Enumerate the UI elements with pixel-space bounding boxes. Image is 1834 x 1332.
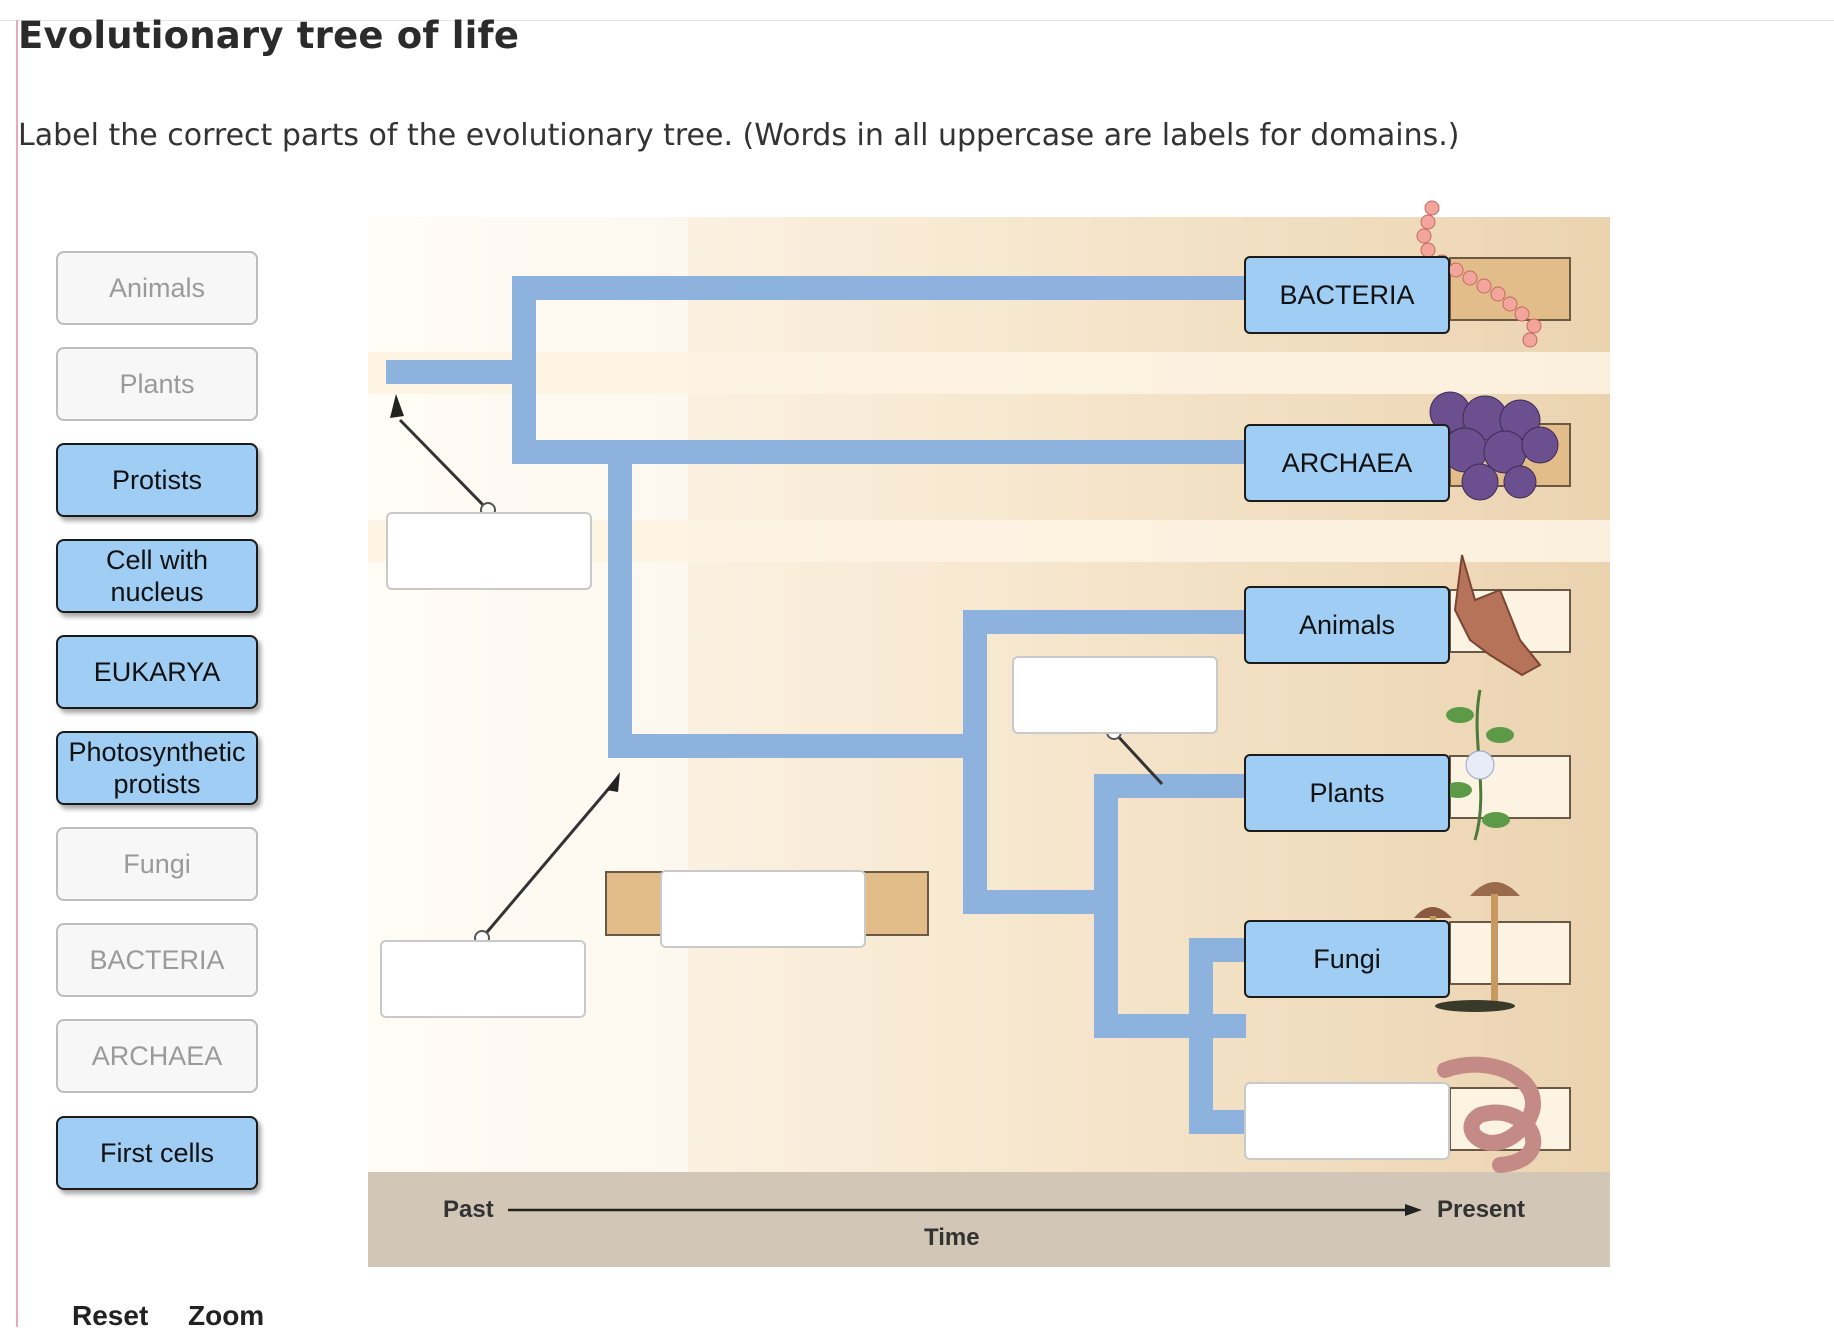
light-band-1 [368, 352, 1610, 394]
axis-time-label: Time [924, 1224, 980, 1251]
word-tile-bacteria[interactable]: BACTERIA [56, 923, 258, 997]
word-tile-protists[interactable]: Protists [56, 443, 258, 517]
placed-label-plants[interactable]: Plants [1244, 754, 1450, 832]
sponge-illustration [1453, 554, 1542, 677]
leader-lines [398, 418, 1164, 939]
word-tile-plants[interactable]: Plants [56, 347, 258, 421]
word-tile-eukarya[interactable]: EUKARYA [56, 635, 258, 709]
page-title: Evolutionary tree of life [18, 14, 520, 57]
plant-illustration [1444, 689, 1514, 841]
bacteria-illustration [1416, 200, 1542, 348]
word-tile-archaea[interactable]: ARCHAEA [56, 1019, 258, 1093]
drop-zone-protists[interactable] [1244, 1082, 1450, 1160]
word-tile-cell-with-nucleus[interactable]: Cell with nucleus [56, 539, 258, 613]
drop-zone-first-cells[interactable] [386, 512, 592, 590]
archaea-illustration [1429, 391, 1559, 501]
axis-present-label: Present [1437, 1196, 1526, 1223]
word-tile-first-cells[interactable]: First cells [56, 1116, 258, 1190]
tree-branches [386, 276, 1246, 1134]
placed-label-animals[interactable]: Animals [1244, 586, 1450, 664]
drop-zone-domain[interactable] [660, 870, 866, 948]
instructions-text: Label the correct parts of the evolution… [18, 118, 1460, 153]
top-divider [0, 20, 1834, 21]
placed-label-fungi[interactable]: Fungi [1244, 920, 1450, 998]
word-tile-photosynthetic-protists[interactable]: Photosynthetic protists [56, 731, 258, 805]
time-axis-bar [368, 1172, 1610, 1267]
arrow-tips [390, 394, 620, 792]
drop-zone-photosynthetic[interactable] [1012, 656, 1218, 734]
reset-link[interactable]: Reset [72, 1300, 149, 1331]
placed-label-bacteria[interactable]: BACTERIA [1244, 256, 1450, 334]
time-arrow-head [1405, 1204, 1422, 1216]
placed-label-archaea[interactable]: ARCHAEA [1244, 424, 1450, 502]
worm-illustration [1437, 1056, 1542, 1173]
word-tile-fungi[interactable]: Fungi [56, 827, 258, 901]
word-tile-animals[interactable]: Animals [56, 251, 258, 325]
axis-past-label: Past [443, 1196, 494, 1223]
left-accent-bar [16, 20, 18, 1327]
zoom-link[interactable]: Zoom [188, 1300, 265, 1331]
drop-zone-cell-with-nucleus[interactable] [380, 940, 586, 1018]
